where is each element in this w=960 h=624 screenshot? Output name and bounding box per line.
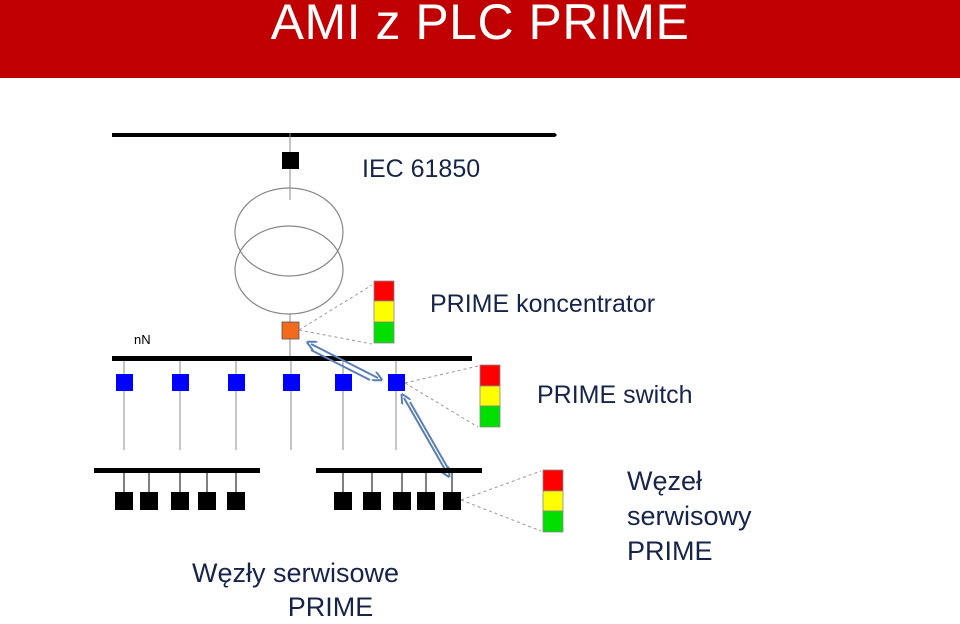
prime-switch-node (335, 374, 352, 391)
lv-feeders (123, 361, 397, 450)
concentrator-callout-line (298, 284, 373, 331)
mv-breaker (282, 152, 299, 169)
service-node (171, 492, 189, 510)
service-node (443, 492, 461, 510)
title-bar (0, 0, 960, 78)
service-nodes-label-line2: PRIME (287, 592, 374, 622)
service-node (417, 492, 435, 510)
transformer-icon (234, 187, 344, 315)
concentrator-label: PRIME koncentrator (430, 290, 656, 318)
page-title: AMI z PLC PRIME (270, 0, 690, 50)
service-node (198, 492, 216, 510)
prime-switch-node (283, 374, 300, 391)
service-node (140, 492, 158, 510)
service-nodes-label: Węzły serwisowe PRIME (192, 556, 399, 624)
status-light-icon (373, 280, 395, 344)
service-node (363, 492, 381, 510)
service-busbar (316, 468, 482, 473)
lv-busbar (112, 356, 472, 361)
status-light-icon (542, 469, 564, 533)
switch-label: PRIME switch (537, 381, 693, 409)
switch-callout-line (404, 365, 479, 384)
status-light-icon (479, 364, 501, 428)
prime-switch-node (116, 374, 133, 391)
service-node-label-line1: Węzeł (627, 466, 703, 496)
service-node (115, 492, 133, 510)
mv-busbar (112, 133, 557, 137)
service-node-label-line2: serwisowy (627, 501, 752, 531)
communication-arrow (311, 344, 378, 380)
service-drops (123, 473, 453, 492)
service-nodes-label-line1: Węzły serwisowe (192, 558, 400, 588)
service-node-callout-line (460, 470, 542, 501)
service-node-callout-line (460, 499, 542, 532)
prime-concentrator-node (281, 321, 300, 340)
service-node-label: Węzeł serwisowy PRIME (627, 464, 752, 569)
iec-label: IEC 61850 (362, 155, 481, 183)
communication-arrow (404, 398, 449, 473)
service-node (393, 492, 411, 510)
prime-switch-node (172, 374, 189, 391)
service-node (334, 492, 352, 510)
concentrator-callout-line (298, 329, 373, 345)
service-node (227, 492, 245, 510)
prime-switch-node (228, 374, 245, 391)
nn-label: nN (134, 332, 151, 347)
service-busbar (94, 468, 260, 473)
service-node-label-line3: PRIME (627, 536, 713, 566)
prime-switch-node (388, 374, 405, 391)
